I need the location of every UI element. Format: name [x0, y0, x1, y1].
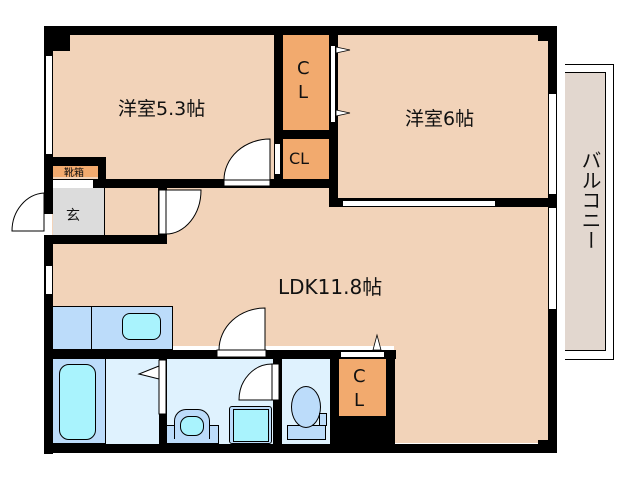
- door-washroom[interactable]: [216, 306, 267, 358]
- door-toilet[interactable]: [238, 362, 282, 402]
- toilet-paper-holder: [319, 413, 327, 426]
- window-ldk-left[interactable]: [44, 265, 53, 295]
- closet-top-door[interactable]: [330, 45, 336, 123]
- closet-small-door[interactable]: [274, 143, 281, 175]
- closet-bottom-label-c: C: [353, 366, 366, 387]
- window-room2-right[interactable]: [548, 93, 557, 195]
- ldk-label: LDK11.8帖: [278, 275, 383, 299]
- ldk-floor-lower: [394, 340, 549, 443]
- balcony-label: バルコニー: [578, 150, 602, 250]
- washing-machine-pan-inner: [233, 409, 269, 442]
- western-room-2-label: 洋室6帖: [405, 108, 475, 130]
- door-room1[interactable]: [222, 138, 272, 187]
- wall-closet-divider: [282, 130, 330, 139]
- wall-entrance-bottom: [44, 235, 167, 244]
- window-ldk-right[interactable]: [548, 207, 557, 310]
- closet-top-label-l: L: [298, 82, 309, 103]
- entrance-label: 玄: [66, 208, 80, 224]
- closet-bottom-arrow-icon: [372, 333, 382, 351]
- wall-top: [44, 26, 557, 35]
- wall-shoebox: [44, 157, 106, 166]
- kitchen-counter-divider: [91, 306, 92, 350]
- wall-left-bottom: [44, 294, 53, 454]
- closet-bottom-label-l: L: [354, 390, 365, 411]
- wall-shoebox-right: [98, 157, 106, 188]
- kitchen-sink: [122, 313, 161, 340]
- shoe-box: [53, 165, 98, 177]
- window-room1-left[interactable]: [44, 55, 53, 155]
- toilet-bowl: [291, 386, 321, 428]
- door-hall[interactable]: [158, 188, 202, 236]
- closet-top-arrow-icon: [335, 46, 351, 117]
- closet-bottom: [339, 358, 386, 416]
- closet-top: [282, 34, 329, 130]
- closet-bottom-door[interactable]: [340, 351, 385, 358]
- door-bathroom[interactable]: [136, 359, 167, 415]
- wall-room1-right: [274, 26, 283, 186]
- western-room-1-label: 洋室5.3帖: [118, 98, 206, 120]
- wall-closet-bottom-right: [386, 350, 395, 453]
- western-room-2-floor: [337, 34, 549, 200]
- bathtub: [59, 364, 96, 440]
- hallway-floor: [105, 186, 160, 236]
- wall-bottom: [44, 444, 557, 453]
- washbasin: [180, 416, 204, 436]
- wall-wash-toilet-divider: [273, 350, 282, 453]
- shoe-box-label: 靴箱: [64, 168, 84, 179]
- entrance-floor: [53, 188, 105, 235]
- closet-top-label-c: C: [297, 58, 310, 79]
- shoe-box-door[interactable]: [53, 180, 93, 188]
- door-entrance[interactable]: [10, 190, 46, 234]
- wall-room1-bottom: [44, 179, 338, 188]
- balcony-inner: [565, 72, 606, 351]
- wall-toilet-right: [330, 350, 339, 453]
- closet-small: [282, 139, 329, 179]
- closet-small-label: CL: [289, 149, 310, 168]
- sliding-door-room2[interactable]: [342, 200, 496, 207]
- wall-closet-bottom-base: [330, 416, 395, 453]
